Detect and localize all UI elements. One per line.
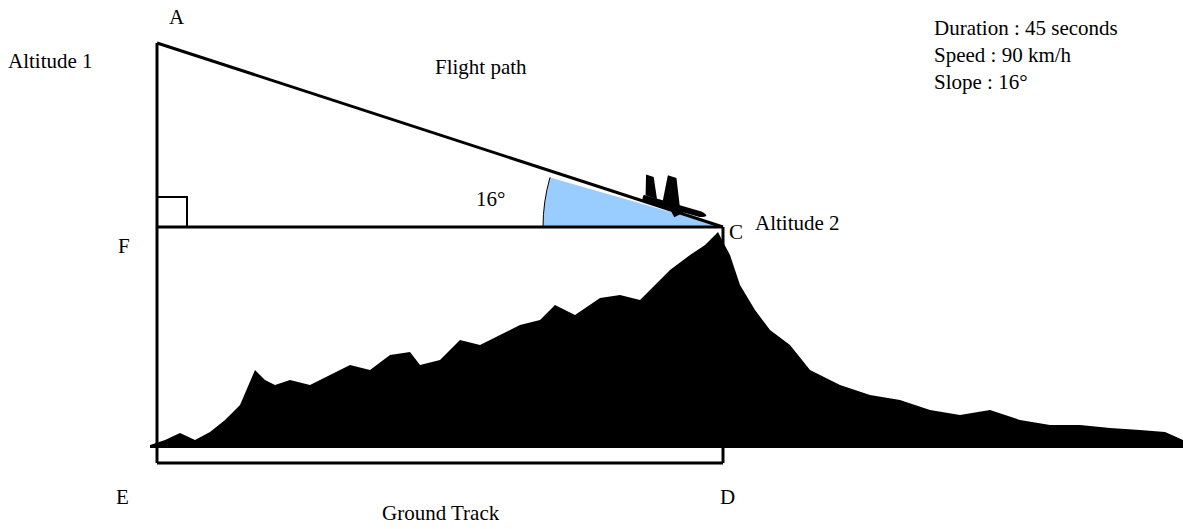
info-text: Speed : 90 km/h <box>934 44 1071 67</box>
mountain-silhouette <box>150 232 1183 448</box>
info-text: Slope : 16° <box>934 71 1028 94</box>
info-text: Duration : 45 seconds <box>934 17 1118 40</box>
point-letter: D <box>720 486 735 509</box>
altitude-label: Altitude 1 <box>8 50 93 73</box>
point-letter: F <box>118 235 130 258</box>
angle-arc <box>543 177 550 227</box>
triangle-lines <box>157 43 723 463</box>
angle-label: 16° <box>476 188 505 211</box>
point-letter: C <box>729 221 743 244</box>
altitude-label: Altitude 2 <box>755 212 840 235</box>
path-label: Flight path <box>435 56 527 79</box>
track-label: Ground Track <box>382 502 499 525</box>
point-letter: E <box>116 486 129 509</box>
point-letter: A <box>169 6 184 29</box>
right-angle-mark <box>157 197 187 227</box>
airplane <box>636 169 714 227</box>
